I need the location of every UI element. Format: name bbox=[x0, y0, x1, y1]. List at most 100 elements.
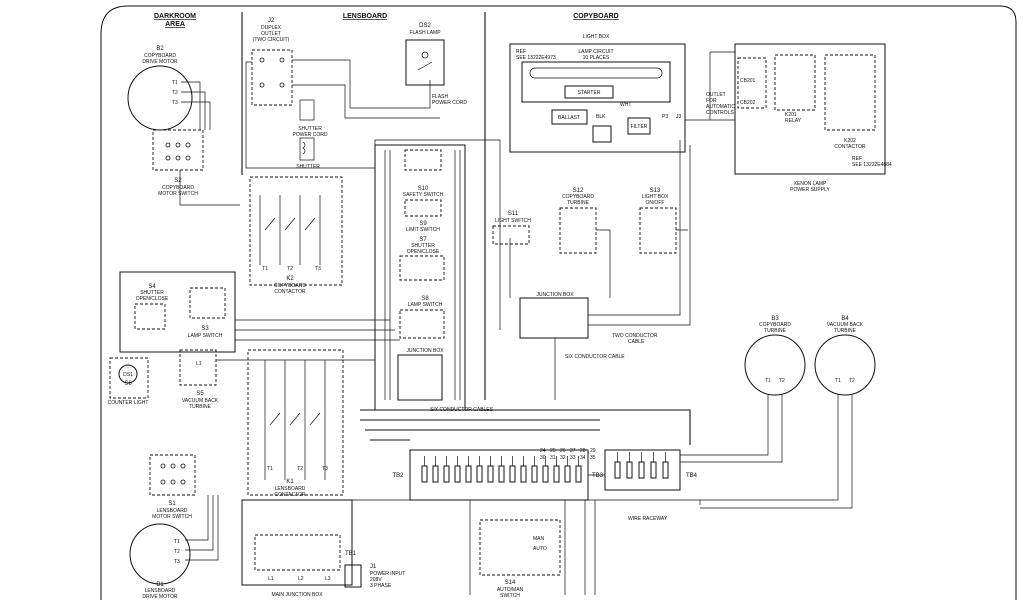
outlet-label-3: AUTOMATIC bbox=[706, 104, 735, 110]
p3-label: P3 bbox=[662, 114, 668, 120]
b3-t2: T2 bbox=[779, 378, 785, 384]
s2-name: COPYBOARD bbox=[162, 185, 194, 191]
k202-label: K202 bbox=[844, 138, 856, 144]
s7-name: SHUTTER bbox=[411, 243, 435, 249]
shutter-label: SHUTTER bbox=[296, 164, 320, 170]
k2-name: COPYBOARD bbox=[274, 283, 306, 289]
ref1-2: SEE 13222E4973 bbox=[516, 55, 556, 61]
light-box: LIGHT BOX REF SEE 13222E4973 LAMP CIRCUI… bbox=[509, 34, 686, 153]
motor-b2-id: B2 bbox=[156, 46, 164, 52]
terminal bbox=[662, 461, 669, 479]
s3-id: S3 bbox=[201, 326, 209, 332]
outlet-label-4: CONTROLS bbox=[706, 110, 734, 116]
terminal bbox=[432, 465, 439, 483]
lensboard-jbox-label: JUNCTION BOX bbox=[406, 348, 444, 354]
k2-name-2: CONTACTOR bbox=[274, 289, 306, 295]
b4-name-2: TURBINE bbox=[834, 328, 857, 334]
motor-b4: B4 VACUUM BACK TURBINE T1 T2 bbox=[700, 316, 876, 509]
j1-id: J1 bbox=[370, 564, 377, 570]
cb201-label: CB201 bbox=[740, 78, 756, 84]
terminal bbox=[614, 461, 621, 479]
switch-s2: S2 COPYBOARD MOTOR SWITCH bbox=[152, 129, 240, 206]
outlet-label-2: FOR bbox=[706, 98, 717, 104]
terminal bbox=[454, 465, 461, 483]
s6-name: COUNTER LIGHT bbox=[108, 400, 149, 406]
s11-name: LIGHT SWITCH bbox=[495, 218, 531, 224]
switch-s13: S13 LIGHT BOX ON/OFF bbox=[639, 188, 677, 254]
b1-t1: T1 bbox=[174, 539, 180, 545]
outlet-label: OUTLET bbox=[706, 92, 726, 98]
wht-label: WHT bbox=[620, 102, 631, 108]
filter-label: FILTER bbox=[631, 124, 648, 130]
wire-number: 25 bbox=[550, 448, 556, 454]
switch-s1: S1 LENSBOARD MOTOR SWITCH bbox=[149, 454, 196, 520]
wire-number: 26 bbox=[560, 448, 566, 454]
j1-name-3: 3 PHASE bbox=[370, 583, 392, 589]
flash-cord-label-2: POWER CORD bbox=[432, 100, 467, 106]
wire-number: 31 bbox=[550, 455, 556, 461]
s14-man: MAN bbox=[533, 536, 545, 542]
terminal bbox=[650, 461, 657, 479]
terminal bbox=[443, 465, 450, 483]
terminal bbox=[421, 465, 428, 483]
k2-t2: T2 bbox=[287, 266, 293, 272]
b3-t1: T1 bbox=[765, 378, 771, 384]
k1-t2: T2 bbox=[297, 466, 303, 472]
s13-name-2: ON/OFF bbox=[646, 200, 665, 206]
darkroom-switches: S4 SHUTTER OPEN/CLOSE S3 LAMP SWITCH S5 … bbox=[108, 271, 400, 410]
terminal-strip bbox=[421, 452, 669, 483]
flash-cord-label: FLASH bbox=[432, 94, 449, 100]
xenon-lamp-power-supply: CB201 CB202 K201 RELAY K202 CONTACTOR XE… bbox=[685, 43, 892, 193]
terminal bbox=[476, 465, 483, 483]
j2-note: (TWO CIRCUIT) bbox=[253, 37, 290, 43]
s1-name: LENSBOARD bbox=[157, 508, 188, 514]
b4-id: B4 bbox=[841, 316, 849, 322]
contactor-k2: T1 T2 T3 K2 COPYBOARD CONTACTOR bbox=[249, 176, 343, 295]
k1-name-2: CONTACTOR bbox=[274, 492, 306, 498]
b3-name-2: TURBINE bbox=[764, 328, 787, 334]
tb3-label: TB3 bbox=[592, 473, 604, 479]
xenon-label: XENON LAMP bbox=[794, 181, 827, 187]
shutter-assembly: SHUTTER POWER CORD SHUTTER bbox=[293, 99, 328, 170]
b2-t2: T2 bbox=[172, 90, 178, 96]
b2-t1: T1 bbox=[172, 80, 178, 86]
b4-t1: T1 bbox=[835, 378, 841, 384]
s6-id: S6 bbox=[124, 381, 132, 387]
s12-id: S12 bbox=[573, 188, 584, 194]
b4-name: VACUUM BACK bbox=[827, 322, 864, 328]
s5-id: S5 bbox=[196, 391, 204, 397]
shutter-cord-label: SHUTTER bbox=[298, 126, 322, 132]
copyboard-jbox-label: JUNCTION BOX bbox=[536, 292, 574, 298]
s10-name: SAFETY SWITCH bbox=[403, 192, 444, 198]
ballast-label: BALLAST bbox=[558, 115, 580, 121]
wire-number: 34 bbox=[580, 455, 586, 461]
tb2-label: TB2 bbox=[392, 473, 404, 479]
lamp-circuit-2: 10 PLACES bbox=[583, 55, 610, 61]
s9-id: S9 bbox=[419, 221, 427, 227]
s9-name: LIMIT SWITCH bbox=[406, 227, 440, 233]
motor-b2: B2 COPYBOARD DRIVE MOTOR T1 T2 T3 bbox=[127, 46, 211, 131]
terminal bbox=[575, 465, 582, 483]
s12-name: COPYBOARD bbox=[562, 194, 594, 200]
motor-b2-name-2: DRIVE MOTOR bbox=[142, 59, 178, 65]
ref2-2: SEE 13222E4884 bbox=[852, 162, 892, 168]
s7-name-2: OPEN/CLOSE bbox=[407, 249, 440, 255]
k1-name: LENSBOARD bbox=[275, 486, 306, 492]
s10-id: S10 bbox=[418, 186, 429, 192]
wire-raceway-label: WIRE RACEWAY bbox=[628, 516, 668, 522]
terminal bbox=[487, 465, 494, 483]
k1-id: K1 bbox=[286, 479, 294, 485]
terminal bbox=[638, 461, 645, 479]
j2-name-2: OUTLET bbox=[261, 31, 281, 37]
mjb-l3: L3 bbox=[325, 576, 331, 582]
k201-name: RELAY bbox=[785, 118, 802, 124]
k2-t1: T1 bbox=[262, 266, 268, 272]
flash-lamp-ds2: DS2 FLASH LAMP FLASH POWER CORD bbox=[405, 23, 467, 106]
mjb-l1: L1 bbox=[268, 576, 274, 582]
two-conductor-label: TWO CONDUCTOR bbox=[612, 333, 658, 339]
ds2-name: FLASH LAMP bbox=[409, 30, 441, 36]
shutter-cord-label-2: POWER CORD bbox=[293, 132, 328, 138]
s1-name-2: MOTOR SWITCH bbox=[152, 514, 192, 520]
ref2: REF bbox=[852, 156, 862, 162]
